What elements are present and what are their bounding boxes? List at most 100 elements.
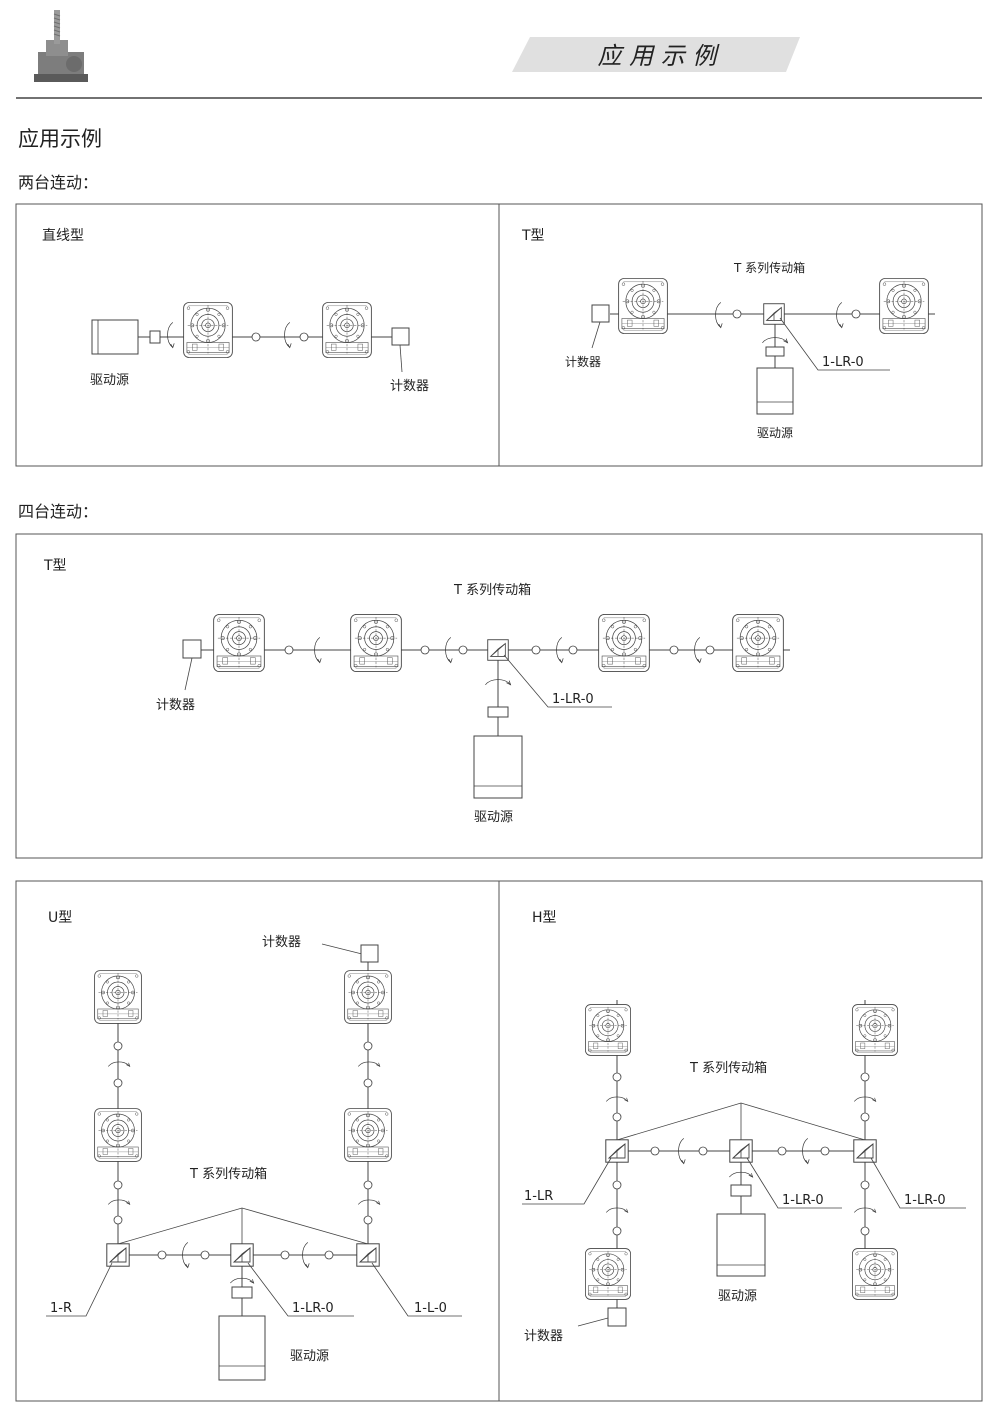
two-unit-t-gearbox-label: T 系列传动箱	[733, 260, 805, 275]
u-type-counter	[360, 944, 379, 963]
two-unit-t-title: T型	[521, 228, 545, 244]
h-type-code-right: 1-LR-0	[904, 1193, 946, 1208]
four-unit-t-coupling	[568, 645, 578, 655]
u-type-jack-2	[344, 970, 392, 1024]
four-unit-t-coupling	[669, 645, 679, 655]
u-type-coupling-box	[231, 1286, 253, 1299]
h-type-coupling	[650, 1146, 660, 1156]
four-unit-t-gearbox	[487, 639, 509, 661]
u-type-rotation-arrow	[357, 1199, 381, 1205]
four-unit-t-coupling	[420, 645, 430, 655]
u-type-gearbox-left	[106, 1243, 130, 1267]
u-type-counter-label: 计数器	[262, 935, 301, 950]
inline-counter-leader	[399, 344, 403, 373]
inline-drive-label: 驱动源	[90, 373, 129, 388]
h-type-counter-label: 计数器	[524, 1329, 563, 1344]
four-unit-t-jack-1	[213, 613, 265, 673]
u-type-jack-3	[94, 1108, 142, 1162]
four-unit-t-counter-label: 计数器	[156, 698, 195, 713]
h-type-coupling	[612, 1180, 622, 1190]
u-type-code-right-leader	[371, 1262, 462, 1317]
four-unit-t-counter-leader	[184, 657, 193, 691]
u-type-code-center: 1-LR-0	[292, 1301, 334, 1316]
u-type-gearbox-label: T 系列传动箱	[189, 1166, 267, 1182]
two-unit-t-code-leader	[779, 317, 890, 371]
four-unit-t-code-label: 1-LR-0	[552, 692, 594, 707]
h-type-coupling	[777, 1146, 787, 1156]
u-type-coupling	[363, 1078, 373, 1088]
h-type-code-right-leader	[870, 1157, 966, 1209]
four-unit-t-title: T型	[43, 558, 67, 574]
h-type-diagram: H型 T 系列传动箱	[522, 910, 966, 1344]
u-type-counter-leader	[321, 943, 363, 955]
two-unit-t-jack-1	[618, 277, 668, 335]
four-unit-t-drive-motor	[473, 735, 523, 799]
page-title: 应用示例	[18, 127, 102, 151]
two-unit-t-counter-leader	[591, 321, 601, 349]
h-type-gearbox-center	[729, 1139, 753, 1163]
two-unit-t-coupling	[851, 309, 861, 319]
four-unit-t-counter	[182, 639, 202, 659]
u-type-coupling	[324, 1250, 334, 1260]
h-type-jack-2	[851, 1004, 899, 1056]
four-unit-t-coupling	[284, 645, 294, 655]
u-type-gearbox-right	[356, 1243, 380, 1267]
u-type-gearbox-pointer	[117, 1207, 369, 1245]
u-type-code-left-leader	[46, 1262, 113, 1317]
inline-diagram: 直线型 驱动源 计数器	[42, 227, 429, 394]
h-type-coupling	[698, 1146, 708, 1156]
four-unit-t-jack-2	[350, 613, 402, 673]
h-type-code-left: 1-LR	[524, 1189, 553, 1204]
u-type-diagram: U型 计数器 T 系列传动箱	[46, 910, 462, 1381]
four-unit-t-gearbox-label: T 系列传动箱	[453, 582, 531, 598]
header: 应 用 示 例	[16, 10, 982, 99]
h-type-jack-3	[584, 1248, 632, 1300]
u-type-code-left: 1-R	[50, 1301, 72, 1316]
h-type-coupling	[860, 1112, 870, 1122]
header-tab-shape	[512, 37, 800, 72]
header-tab-title: 应 用 示 例	[598, 42, 721, 70]
two-unit-t-drive-motor	[756, 367, 794, 415]
four-unit-t-code-leader	[503, 654, 612, 708]
u-type-jack-4	[344, 1108, 392, 1162]
inline-counter-label: 计数器	[390, 379, 429, 394]
h-type-code-left-leader	[522, 1157, 612, 1205]
four-unit-t-panel	[15, 533, 983, 859]
two-unit-t-counter	[591, 304, 610, 323]
four-unit-t-coupling-box	[487, 706, 509, 718]
u-type-rotation-arrow	[107, 1061, 131, 1067]
h-type-drive-motor	[716, 1213, 766, 1277]
h-type-gearbox-label: T 系列传动箱	[689, 1060, 767, 1076]
four-unit-t-coupling	[705, 645, 715, 655]
h-type-counter-leader	[577, 1317, 609, 1327]
four-unit-t-jack-4	[732, 613, 784, 673]
inline-title: 直线型	[42, 227, 84, 244]
h-type-jack-4	[851, 1248, 899, 1300]
h-type-coupling	[612, 1112, 622, 1122]
four-unit-t-diagram: T型 T 系列传动箱 计数器 1-LR-0 驱动源	[43, 558, 790, 825]
four-unit-t-coupling	[531, 645, 541, 655]
h-type-coupling	[860, 1180, 870, 1190]
u-type-coupling	[113, 1041, 123, 1051]
inline-rotation-arrow	[167, 322, 175, 348]
u-type-coupling	[113, 1180, 123, 1190]
two-unit-t-counter-label: 计数器	[565, 354, 601, 369]
h-type-title: H型	[532, 910, 557, 926]
u-type-coupling	[113, 1215, 123, 1225]
four-unit-t-drive-label: 驱动源	[474, 810, 513, 825]
inline-coupling-box	[149, 330, 161, 344]
h-type-jack-1	[584, 1004, 632, 1056]
two-unit-t-gearbox	[763, 303, 785, 325]
two-unit-t-rotation-arrow	[836, 302, 844, 328]
inline-jack-2	[322, 301, 372, 359]
u-type-coupling	[113, 1078, 123, 1088]
two-unit-t-diagram: T型 T 系列传动箱 计数器 1-LR-0 驱动源	[521, 228, 935, 440]
u-type-coupling	[363, 1180, 373, 1190]
inline-rotation-arrow	[284, 322, 292, 348]
h-type-code-center-leader	[746, 1157, 842, 1209]
u-type-jack-1	[94, 970, 142, 1024]
inline-jack-1	[183, 301, 233, 359]
h-type-code-center: 1-LR-0	[782, 1193, 824, 1208]
